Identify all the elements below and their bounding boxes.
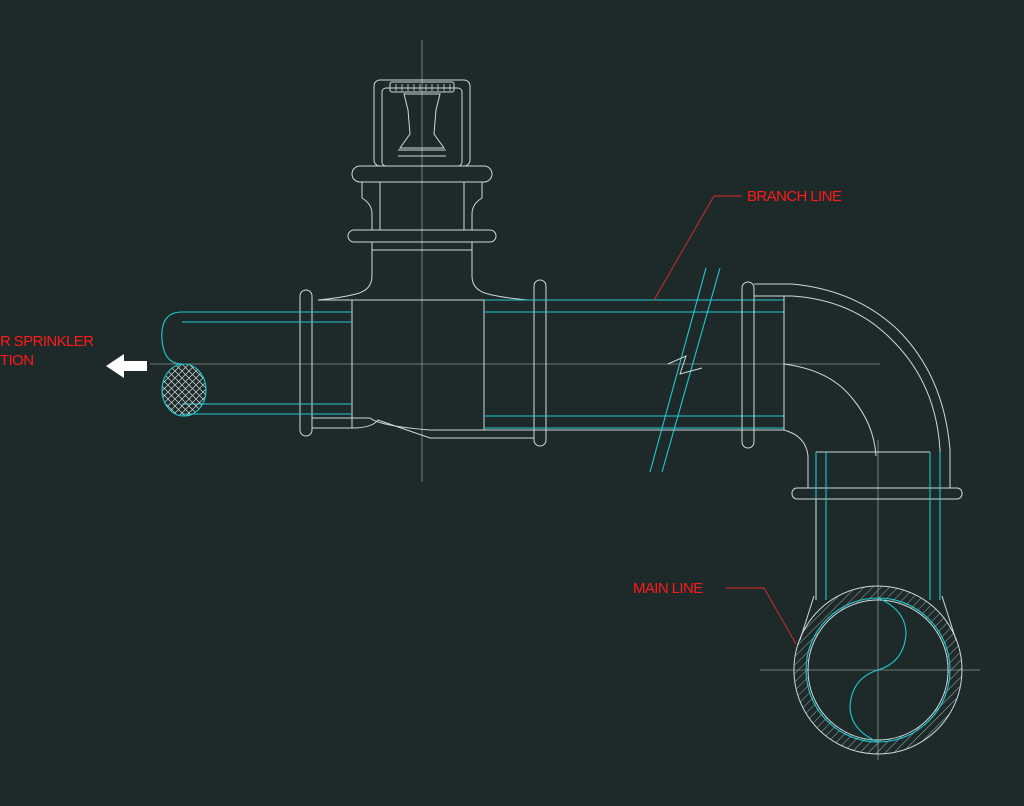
sprinkler-label-line1: R SPRINKLER — [0, 333, 94, 350]
sprinkler-label-line2: TION — [0, 352, 34, 369]
left-pipe — [161, 311, 352, 417]
tee-fitting — [299, 242, 547, 447]
branch-line-pipe — [484, 267, 784, 473]
sprinkler-head — [347, 79, 497, 243]
leader-lines — [653, 195, 797, 645]
riser-pipe — [815, 452, 941, 600]
left-arrow-icon — [106, 354, 147, 378]
main-line-pipe — [793, 585, 963, 755]
main-line-label: MAIN LINE — [633, 580, 703, 597]
branch-line-label: BRANCH LINE — [747, 188, 842, 205]
elbow-fitting — [754, 283, 963, 500]
centerlines — [150, 40, 980, 760]
